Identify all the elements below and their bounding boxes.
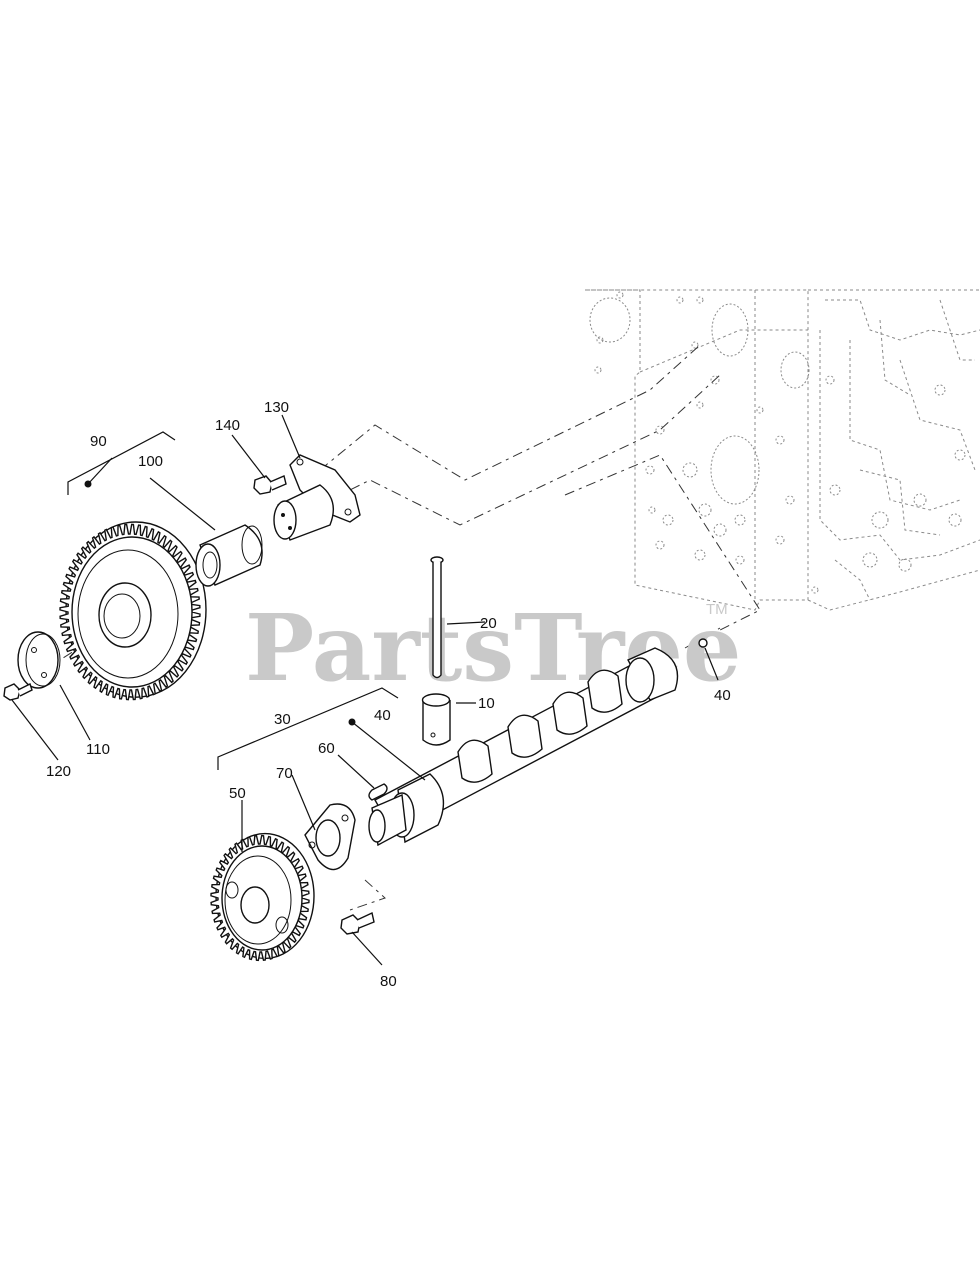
callout-100: 100 xyxy=(138,453,163,470)
callout-50: 50 xyxy=(229,785,246,802)
callout-80: 80 xyxy=(380,973,397,990)
leader-lines xyxy=(11,414,719,966)
callout-20: 20 xyxy=(480,615,497,632)
part-100-bushing xyxy=(195,524,263,587)
part-120-bolt xyxy=(3,683,33,701)
part-60-key xyxy=(368,783,388,801)
part-40-camshaft xyxy=(348,638,708,847)
camshaft-lobe xyxy=(507,714,543,758)
engine-block-outline xyxy=(585,289,980,611)
part-80-bolt xyxy=(340,911,375,935)
callout-110: 110 xyxy=(86,741,110,758)
part-50-cam-gear xyxy=(210,832,315,962)
part-110-thrust-plate xyxy=(17,631,61,689)
callout-70: 70 xyxy=(276,765,293,782)
callout-140: 140 xyxy=(215,417,240,434)
callout-40-camshaft: 40 xyxy=(374,707,391,724)
callout-130: 130 xyxy=(264,399,289,416)
callout-10: 10 xyxy=(478,695,495,712)
part-10-tappet xyxy=(421,693,451,746)
callout-60: 60 xyxy=(318,740,335,757)
part-20-push-rod xyxy=(430,556,444,679)
part-40-plug xyxy=(698,638,708,648)
callout-labels: 90 100 140 130 20 10 40 40 30 60 70 50 8… xyxy=(46,399,731,990)
camshaft-lobe xyxy=(552,691,588,735)
callout-30: 30 xyxy=(274,711,291,728)
part-90-large-gear xyxy=(59,480,207,701)
part-140-bolt xyxy=(253,475,287,495)
callout-120: 120 xyxy=(46,763,71,780)
part-130-idler-shaft xyxy=(273,454,361,541)
callout-40-plug: 40 xyxy=(714,687,731,704)
part-70-thrust-flange xyxy=(304,803,356,871)
camshaft-lobe xyxy=(587,669,623,713)
callout-90: 90 xyxy=(90,433,107,450)
camshaft-lobe xyxy=(457,739,493,783)
watermark-tm: TM xyxy=(706,601,728,618)
camshaft-lobes xyxy=(457,669,623,783)
